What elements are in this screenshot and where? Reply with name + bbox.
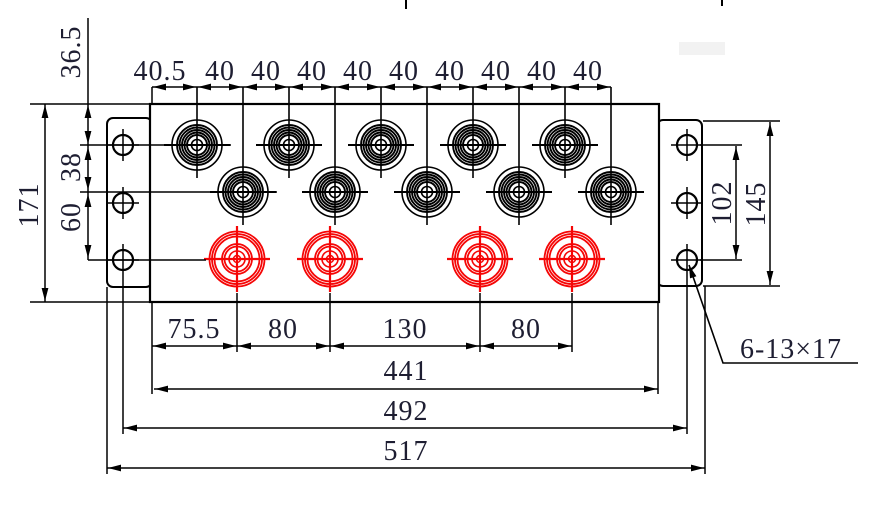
- dim-arrow: [382, 83, 395, 91]
- dim-arrow: [41, 105, 49, 118]
- dim-arrow: [732, 147, 740, 160]
- dim-arrow: [520, 83, 533, 91]
- dim-arrow: [597, 83, 610, 91]
- dim-arrow: [238, 342, 251, 350]
- dim-arrow: [84, 131, 92, 144]
- dim-label-492: 492: [384, 396, 429, 427]
- callout-arrow: [689, 265, 697, 279]
- dim-label-60: 60: [56, 202, 87, 232]
- callout-label: 6-13×17: [740, 334, 842, 365]
- dim-label-top-8: 40: [527, 56, 557, 87]
- dim-arrow: [413, 83, 426, 91]
- dim-label-top-4: 40: [343, 56, 373, 87]
- dim-arrow: [766, 271, 774, 284]
- dim-label-bottom-0: 75.5: [168, 314, 221, 345]
- dim-label-top-2: 40: [251, 56, 281, 87]
- dim-arrow: [321, 83, 334, 91]
- dim-label-102: 102: [707, 181, 738, 226]
- dim-arrow: [84, 194, 92, 207]
- dim-arrow: [290, 83, 303, 91]
- dim-label-bottom-3: 80: [511, 314, 541, 345]
- dim-arrow: [481, 342, 494, 350]
- dim-arrow: [551, 83, 564, 91]
- dim-arrow: [84, 105, 92, 118]
- dim-arrow: [732, 245, 740, 258]
- dim-label-top-5: 40: [389, 56, 419, 87]
- dim-label-517: 517: [384, 436, 429, 467]
- dim-arrow: [474, 83, 487, 91]
- dim-arrow: [84, 147, 92, 160]
- dim-arrow: [466, 342, 479, 350]
- dim-arrow: [336, 83, 349, 91]
- dim-arrow: [223, 342, 236, 350]
- dim-arrow: [84, 245, 92, 258]
- dim-label-top-7: 40: [481, 56, 511, 87]
- dim-label-top-0: 40.5: [134, 56, 187, 87]
- dim-arrow: [244, 83, 257, 91]
- dim-label-top-3: 40: [297, 56, 327, 87]
- dim-label-bottom-2: 130: [383, 314, 428, 345]
- dim-arrow: [505, 83, 518, 91]
- dim-arrow: [691, 464, 704, 472]
- dim-label-145: 145: [741, 182, 772, 227]
- dim-arrow: [275, 83, 288, 91]
- smudge-artifact: [679, 42, 725, 55]
- dim-arrow: [367, 83, 380, 91]
- dim-arrow: [644, 385, 657, 393]
- dim-arrow: [155, 385, 168, 393]
- dim-arrow: [229, 83, 242, 91]
- dim-label-bottom-1: 80: [268, 314, 298, 345]
- callout-leader: [688, 264, 858, 364]
- dim-arrow: [316, 342, 329, 350]
- dim-label-36-5: 36.5: [56, 26, 87, 79]
- dim-arrow: [153, 342, 166, 350]
- dim-arrow: [41, 288, 49, 301]
- dim-arrow: [153, 83, 166, 91]
- dim-arrow: [428, 83, 441, 91]
- dim-label-441: 441: [384, 356, 429, 387]
- dim-label-top-1: 40: [205, 56, 235, 87]
- dim-label-38: 38: [56, 152, 87, 182]
- dim-label-top-6: 40: [435, 56, 465, 87]
- dim-arrow: [124, 424, 137, 432]
- dim-label-171: 171: [14, 183, 45, 228]
- dim-arrow: [108, 464, 121, 472]
- dim-arrow: [198, 83, 211, 91]
- dim-label-top-9: 40: [573, 56, 603, 87]
- dim-arrow: [673, 424, 686, 432]
- dim-arrow: [331, 342, 344, 350]
- dim-arrow: [566, 83, 579, 91]
- dim-arrow: [766, 123, 774, 136]
- dim-arrow: [459, 83, 472, 91]
- dim-arrow: [558, 342, 571, 350]
- dim-arrow: [84, 177, 92, 190]
- dim-arrow: [183, 83, 196, 91]
